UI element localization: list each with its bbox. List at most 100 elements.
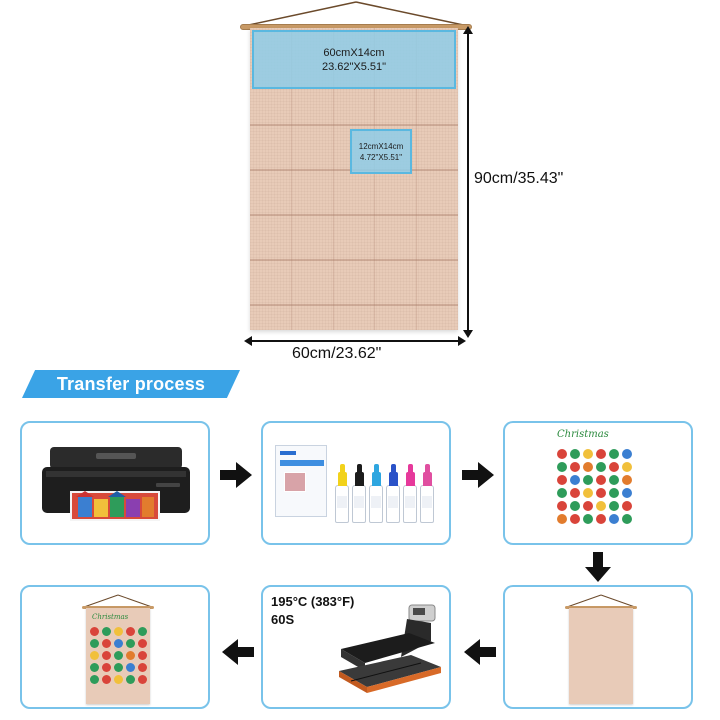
wooden-rod [565, 606, 637, 609]
sticker-icon [102, 627, 111, 636]
hanging-string [83, 594, 153, 608]
package-band [280, 460, 324, 466]
sticker-icon [583, 488, 593, 498]
step-finished-banner-panel: Christmas [20, 585, 210, 709]
sticker-icon [557, 462, 567, 472]
sticker-icon [102, 639, 111, 648]
banner-title: Christmas [92, 613, 129, 621]
sticker-icon [570, 475, 580, 485]
top-pocket-size-in: 23.62"X5.51" [321, 60, 387, 73]
sticker-icon [622, 501, 632, 511]
hanging-string [243, 1, 469, 27]
pocket-divider [374, 28, 375, 330]
sticker-icon [596, 449, 606, 459]
sticker-icon [114, 627, 123, 636]
sticker-icon [90, 651, 99, 660]
pocket-divider [333, 28, 334, 330]
sticker-icon [622, 488, 632, 498]
sticker-icon [609, 488, 619, 498]
arrow-down-icon [463, 330, 473, 338]
sticker-icon [102, 663, 111, 672]
sticker-icon [609, 514, 619, 524]
sticker-icon [126, 651, 135, 660]
sticker-icon [596, 514, 606, 524]
arrow-right-icon [462, 462, 494, 488]
transfer-paper-pack [275, 445, 327, 517]
arrow-right-icon [458, 336, 466, 346]
width-dimension-line [250, 340, 460, 342]
ink-bottles [335, 453, 445, 523]
sticker-icon [90, 627, 99, 636]
printer-icon [42, 447, 190, 521]
sticker-icon [557, 501, 567, 511]
banner-sticker-grid [90, 627, 147, 684]
blank-banner [569, 608, 633, 704]
ink-bottle-cyan [369, 464, 383, 523]
sticker-grid [557, 449, 633, 524]
press-temperature: 195°C (383°F) [271, 594, 355, 609]
sticker-icon [596, 462, 606, 472]
height-label: 90cm/35.43" [474, 170, 564, 187]
ink-bottle-magenta [403, 464, 417, 523]
sticker-icon [102, 651, 111, 660]
sticker-icon [557, 449, 567, 459]
top-pocket-dimension: 60cmX14cm 23.62"X5.51" [252, 30, 456, 89]
sticker-icon [114, 675, 123, 684]
ink-bottle-blue [386, 464, 400, 523]
sticker-icon [570, 449, 580, 459]
sticker-icon [609, 462, 619, 472]
arrow-left-icon [244, 336, 252, 346]
sticker-icon [570, 501, 580, 511]
ink-bottle-pink [420, 464, 434, 523]
sticker-icon [102, 675, 111, 684]
brand-logo-icon [280, 451, 296, 455]
sticker-icon [583, 475, 593, 485]
sticker-icon [622, 462, 632, 472]
sticker-icon [138, 663, 147, 672]
transfer-process-heading: Transfer process [22, 370, 240, 398]
sticker-icon [622, 514, 632, 524]
pocket-divider [416, 28, 417, 330]
small-pocket-dimension: 12cmX14cm 4.72"X5.51" [350, 129, 412, 174]
sticker-icon [114, 663, 123, 672]
sticker-icon [126, 663, 135, 672]
pocket-seam [250, 124, 458, 126]
pocket-divider [291, 28, 292, 330]
width-label: 60cm/23.62" [292, 345, 382, 362]
step-blank-banner-panel [503, 585, 693, 709]
sticker-icon [138, 627, 147, 636]
sticker-icon [583, 501, 593, 511]
sticker-icon [596, 501, 606, 511]
pocket-seam [250, 214, 458, 216]
wooden-rod [82, 606, 154, 609]
sticker-icon [583, 449, 593, 459]
height-dimension-line [467, 30, 469, 334]
sticker-icon [596, 488, 606, 498]
sticker-icon [138, 675, 147, 684]
press-time: 60S [271, 612, 295, 627]
sticker-icon [90, 675, 99, 684]
step-heat-press-panel: 195°C (383°F) 60S [261, 585, 451, 709]
top-pocket-size-cm: 60cmX14cm [323, 46, 385, 59]
transfer-process-label: Transfer process [56, 373, 206, 394]
sticker-icon [609, 501, 619, 511]
sticker-icon [583, 462, 593, 472]
sticker-icon [570, 488, 580, 498]
sticker-icon [583, 514, 593, 524]
sticker-icon [114, 651, 123, 660]
sticker-icon [596, 475, 606, 485]
sticker-icon [570, 462, 580, 472]
press-settings: 195°C (383°F) 60S [271, 593, 354, 629]
sticker-icon [622, 449, 632, 459]
sticker-icon [609, 449, 619, 459]
step-ink-panel [261, 421, 451, 545]
sticker-icon [138, 639, 147, 648]
sticker-icon [114, 639, 123, 648]
arrow-left-icon [222, 639, 254, 665]
sticker-icon [609, 475, 619, 485]
sticker-icon [570, 514, 580, 524]
arrow-left-icon [464, 639, 496, 665]
step-printed-sheet-panel: Christmas [503, 421, 693, 545]
arrow-up-icon [463, 26, 473, 34]
ink-bottle-yellow [335, 464, 349, 523]
